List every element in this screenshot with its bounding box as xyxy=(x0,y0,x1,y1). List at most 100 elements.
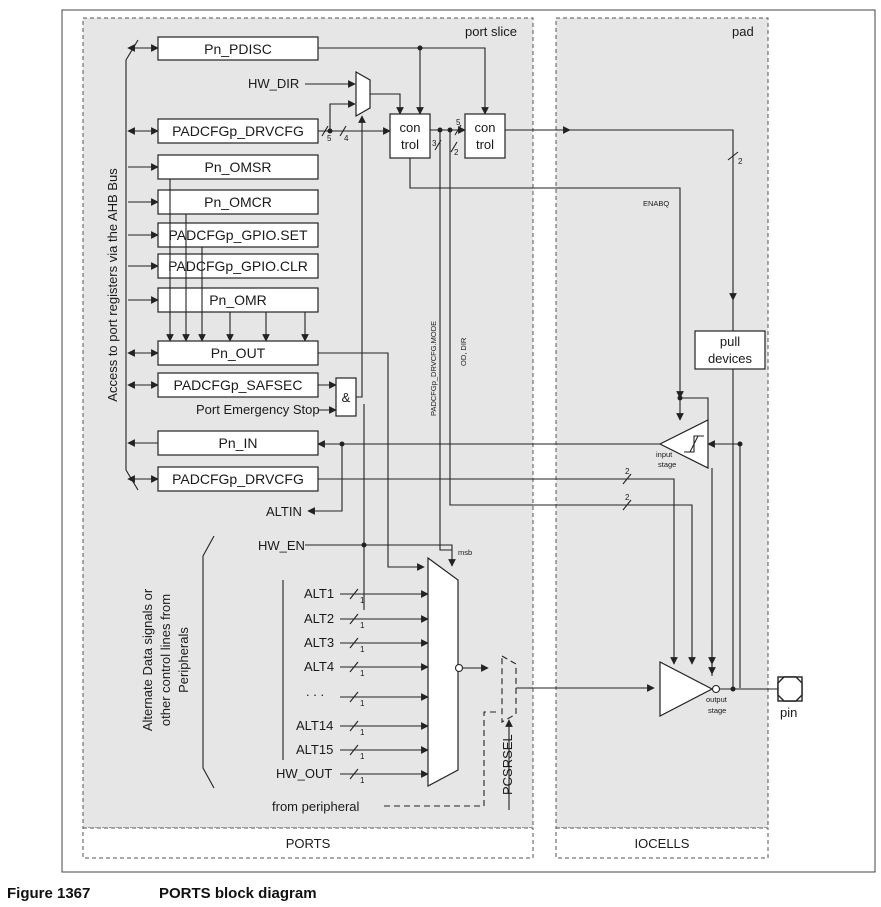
iocells-footer-label: IOCELLS xyxy=(635,836,690,851)
svg-text:2: 2 xyxy=(625,467,630,476)
svg-text:5: 5 xyxy=(327,134,332,143)
figure-title: PORTS block diagram xyxy=(159,885,317,902)
and-gate: & xyxy=(335,377,357,417)
register-padcfg-drvcfg-bottom: PADCFGp_DRVCFG xyxy=(157,466,319,492)
pn-out-to-mux xyxy=(318,352,425,571)
svg-text:Pn_IN: Pn_IN xyxy=(219,435,258,451)
pcsrsel-label: PCSRSEL xyxy=(500,734,515,795)
pull-devices-block: pull devices xyxy=(694,330,766,370)
svg-text:Pn_OUT: Pn_OUT xyxy=(211,345,266,361)
svg-text:input: input xyxy=(656,450,673,459)
svg-text:1: 1 xyxy=(360,669,365,678)
svg-text:Pn_OMR: Pn_OMR xyxy=(209,292,267,308)
register-pn-in: Pn_IN xyxy=(157,430,319,456)
svg-text:ALT1: ALT1 xyxy=(304,586,334,601)
svg-text:1: 1 xyxy=(360,728,365,737)
svg-text:trol: trol xyxy=(401,137,419,152)
pin: pin xyxy=(777,676,803,720)
altin-label: ALTIN xyxy=(266,504,302,519)
svg-text:1: 1 xyxy=(360,699,365,708)
od-dir-label: OD, DIR xyxy=(459,337,468,366)
bus-arrows xyxy=(127,44,159,483)
control-block-1: con trol xyxy=(389,113,431,159)
svg-text:2: 2 xyxy=(625,493,630,502)
alt-signals-label: Alternate Data signals or other control … xyxy=(140,588,191,731)
svg-text:devices: devices xyxy=(708,351,753,366)
register-gpio-clr: PADCFGp_GPIO.CLR xyxy=(157,253,319,279)
ahb-bus-label: Access to port registers via the AHB Bus xyxy=(105,168,120,402)
register-gpio-set: PADCFGp_GPIO.SET xyxy=(157,222,319,248)
control-block-2: con trol xyxy=(464,113,506,159)
register-pn-out: Pn_OUT xyxy=(157,340,319,366)
svg-text:Pn_OMCR: Pn_OMCR xyxy=(204,194,272,210)
from-peripheral-wire xyxy=(384,711,499,807)
svg-text:Pn_OMSR: Pn_OMSR xyxy=(205,159,272,175)
svg-text:trol: trol xyxy=(476,137,494,152)
iocells-footer-box xyxy=(555,827,769,859)
svg-text:Peripherals: Peripherals xyxy=(176,627,191,693)
register-pn-pdisc: Pn_PDISC xyxy=(157,36,319,61)
svg-text:stage: stage xyxy=(658,460,676,469)
enabq-label: ENABQ xyxy=(643,199,669,208)
svg-text:PADCFGp_GPIO.CLR: PADCFGp_GPIO.CLR xyxy=(168,258,308,274)
svg-text:ALT3: ALT3 xyxy=(304,635,334,650)
ports-footer-label: PORTS xyxy=(286,836,331,851)
svg-text:2: 2 xyxy=(454,148,459,157)
od-dir-line xyxy=(449,130,696,665)
svg-text:4: 4 xyxy=(344,134,349,143)
from-peripheral-label: from peripheral xyxy=(272,799,360,814)
register-pn-omcr: Pn_OMCR xyxy=(157,189,319,215)
svg-text:PADCFGp_DRVCFG: PADCFGp_DRVCFG xyxy=(172,471,304,487)
alt-function-mux xyxy=(427,556,459,787)
alt-bracket xyxy=(202,535,215,789)
drvcfg-mode-label: PADCFGp_DRVCFG.MODE xyxy=(429,321,438,416)
register-pn-omsr: Pn_OMSR xyxy=(157,154,319,180)
svg-text:PADCFGp_DRVCFG: PADCFGp_DRVCFG xyxy=(172,123,304,139)
hw-dir-label: HW_DIR xyxy=(248,76,299,91)
svg-text:1: 1 xyxy=(360,776,365,785)
pcsr-mux xyxy=(501,655,517,723)
port-emergency-stop-label: Port Emergency Stop xyxy=(196,402,320,417)
svg-text:Alternate Data signals or: Alternate Data signals or xyxy=(140,588,155,731)
register-padcfg-safsec: PADCFGp_SAFSEC xyxy=(157,372,319,398)
svg-text:ALT15: ALT15 xyxy=(296,742,333,757)
pdisc-to-control2 xyxy=(318,47,489,115)
svg-text:pull: pull xyxy=(720,334,740,349)
svg-text:pin: pin xyxy=(780,705,797,720)
pad-label: pad xyxy=(732,24,754,39)
svg-text:ALT14: ALT14 xyxy=(296,718,333,733)
hw-en-wire xyxy=(305,544,456,567)
svg-text:other control lines from: other control lines from xyxy=(158,594,173,726)
svg-text:ALT2: ALT2 xyxy=(304,611,334,626)
msb-label: msb xyxy=(458,548,472,557)
figure-number: Figure 1367 xyxy=(7,885,90,902)
register-pn-omr: Pn_OMR xyxy=(157,287,319,313)
svg-text:Pn_PDISC: Pn_PDISC xyxy=(204,41,272,57)
alt-inputs: ALT1 1 ALT2 1 ALT3 1 ALT4 1 . . . 1 ALT1… xyxy=(276,586,429,785)
svg-text:5: 5 xyxy=(456,118,461,127)
port-slice-label: port slice xyxy=(465,24,517,39)
hw-en-label: HW_EN xyxy=(258,538,305,553)
svg-text:PADCFGp_SAFSEC: PADCFGp_SAFSEC xyxy=(174,377,303,393)
ports-footer-box xyxy=(82,827,534,859)
altin-wire xyxy=(307,444,343,515)
svg-text:con: con xyxy=(475,120,496,135)
register-padcfg-drvcfg-top: PADCFGp_DRVCFG xyxy=(157,118,319,144)
svg-text:HW_OUT: HW_OUT xyxy=(276,766,332,781)
svg-text:output: output xyxy=(706,695,728,704)
svg-text:1: 1 xyxy=(360,752,365,761)
control2-to-pull xyxy=(505,129,737,301)
output-stage-buffer: output stage xyxy=(659,661,728,717)
svg-text:stage: stage xyxy=(708,706,726,715)
svg-text:1: 1 xyxy=(360,621,365,630)
svg-text:. . .: . . . xyxy=(306,684,324,699)
drvcfg-to-mux xyxy=(329,100,356,131)
svg-text:3: 3 xyxy=(432,139,437,148)
omr-to-out-links xyxy=(166,179,309,342)
svg-text:PADCFGp_GPIO.SET: PADCFGp_GPIO.SET xyxy=(169,227,308,243)
svg-text:ALT4: ALT4 xyxy=(304,659,334,674)
svg-text:1: 1 xyxy=(360,645,365,654)
enabq-wire xyxy=(409,158,684,399)
svg-text:con: con xyxy=(400,120,421,135)
